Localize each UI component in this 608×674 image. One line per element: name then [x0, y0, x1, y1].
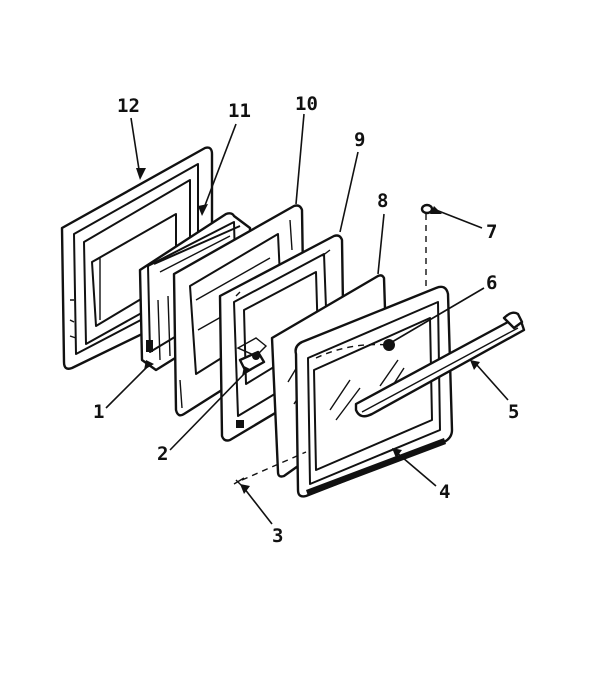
part-4-outer-door: [294, 285, 454, 498]
leader-lines: [105, 113, 509, 525]
callout-12: 12: [117, 95, 140, 117]
callout-7: 7: [486, 221, 497, 243]
callout-labels: 12 11 10 9 8 7 6 5 4 3 2 1: [93, 93, 519, 547]
assembly-dashed-lines: [241, 214, 427, 481]
part-7-top-screw: [420, 203, 434, 215]
callout-1: 1: [93, 401, 104, 423]
callout-4: 4: [439, 481, 450, 503]
callout-6: 6: [486, 272, 497, 294]
callout-11: 11: [228, 100, 251, 122]
callout-2: 2: [157, 443, 168, 465]
callout-5: 5: [508, 401, 519, 423]
callout-9: 9: [354, 129, 365, 151]
callout-8: 8: [377, 190, 388, 212]
part-5-handle: [354, 311, 526, 418]
callout-3: 3: [272, 525, 283, 547]
callout-10: 10: [295, 93, 318, 115]
